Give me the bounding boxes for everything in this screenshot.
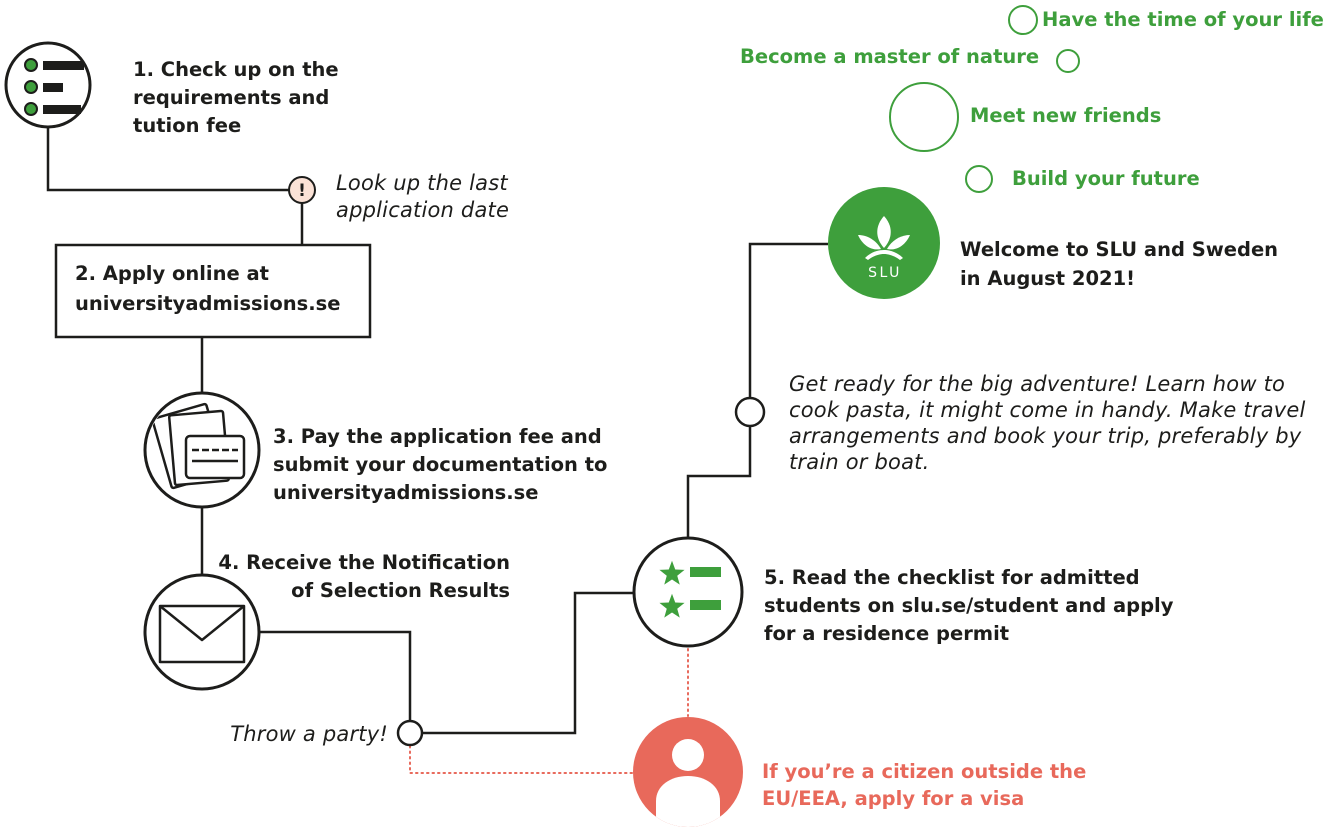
- connector-step5-to-travel: [686, 426, 752, 538]
- step1-label-line: 1. Check up on the: [133, 58, 339, 81]
- step2-label: 2. Apply online at universityadmissions.…: [75, 259, 340, 319]
- deadline-note-line: Look up the last: [336, 171, 508, 195]
- checklist-icon: [24, 58, 84, 116]
- visa-node: [633, 717, 743, 827]
- slu-logo-icon: SLU: [858, 216, 910, 281]
- benefit-marker-new-friends: [889, 82, 959, 152]
- party-note-text: Throw a party!: [230, 722, 388, 746]
- step2-label-line: universityadmissions.se: [75, 292, 341, 315]
- step5-label-line: for a residence permit: [764, 622, 1010, 645]
- party-note: Throw a party!: [230, 721, 388, 747]
- step2-box: [54, 243, 372, 339]
- person-icon: [656, 739, 720, 827]
- step1-label: 1. Check up on the requirements and tuti…: [133, 56, 339, 140]
- welcome-label-line: in August 2021!: [960, 267, 1136, 290]
- step1-label-line: requirements and: [133, 86, 330, 109]
- welcome-label: Welcome to SLU and Sweden in August 2021…: [960, 235, 1278, 293]
- benefit-new-friends: Meet new friends: [970, 102, 1161, 130]
- connector-travel-to-welcome: [748, 242, 828, 398]
- travel-marker: [734, 396, 766, 428]
- alert-icon: !: [288, 176, 316, 204]
- step5-circle: [632, 536, 744, 648]
- alert-glyph: !: [298, 181, 306, 201]
- step1-label-line: tution fee: [133, 114, 242, 137]
- step1-node: [4, 41, 92, 129]
- connector-step4-to-party: [259, 630, 412, 721]
- payment-documents-icon: [151, 402, 246, 490]
- benefit-text: Become a master of nature: [740, 45, 1040, 68]
- step3-label: 3. Pay the application fee and submit yo…: [273, 423, 607, 507]
- travel-note: Get ready for the big adventure! Learn h…: [789, 371, 1306, 475]
- slu-logo-text: SLU: [868, 265, 902, 281]
- step4-label-line: 4. Receive the Notification: [218, 551, 510, 574]
- visa-note: If you’re a citizen outside the EU/EEA, …: [762, 758, 1086, 812]
- visa-note-line: EU/EEA, apply for a visa: [762, 787, 1025, 810]
- benefit-text: Build your future: [1012, 167, 1200, 190]
- connector-party-to-step5: [422, 591, 634, 735]
- benefit-future: Build your future: [1012, 165, 1200, 193]
- travel-note-line: arrangements and book your trip, prefera…: [789, 424, 1302, 448]
- star-checklist-icon: [659, 560, 721, 618]
- step5-node: [632, 536, 744, 648]
- step3-label-line: universityadmissions.se: [273, 481, 539, 504]
- step3-label-line: submit your documentation to: [273, 453, 608, 476]
- step4-node: [143, 573, 261, 691]
- step2-label-line: 2. Apply online at: [75, 262, 269, 285]
- benefit-marker-time-of-life: [1008, 5, 1038, 35]
- connector-step1-to-deadline: [46, 127, 289, 192]
- deadline-note: Look up the last application date: [336, 170, 509, 224]
- benefit-marker-future: [965, 165, 993, 193]
- benefit-master-of-nature: Become a master of nature: [740, 43, 1039, 71]
- step4-label-line: of Selection Results: [291, 579, 510, 602]
- step3-label-line: 3. Pay the application fee and: [273, 425, 602, 448]
- dotted-connector-party-to-visa: [409, 745, 633, 774]
- party-marker: [396, 719, 424, 747]
- step4-label: 4. Receive the Notification of Selection…: [218, 549, 510, 605]
- step3-node: [143, 391, 261, 509]
- travel-note-line: cook pasta, it might come in handy. Make…: [789, 398, 1306, 422]
- benefit-text: Meet new friends: [970, 104, 1162, 127]
- travel-note-line: Get ready for the big adventure! Learn h…: [789, 372, 1286, 396]
- visa-note-line: If you’re a citizen outside the: [762, 760, 1087, 783]
- benefit-text: Have the time of your life: [1042, 8, 1324, 31]
- star-icon: [659, 560, 685, 585]
- deadline-note-line: application date: [336, 198, 510, 222]
- step5-label-line: 5. Read the checklist for admitted: [764, 566, 1140, 589]
- welcome-node: SLU: [828, 187, 940, 299]
- step5-label: 5. Read the checklist for admitted stude…: [764, 564, 1173, 648]
- benefit-marker-master-of-nature: [1056, 49, 1080, 73]
- envelope-icon: [158, 604, 246, 664]
- benefit-time-of-life: Have the time of your life: [1042, 6, 1324, 34]
- star-icon: [659, 593, 685, 618]
- step5-label-line: students on slu.se/student and apply: [764, 594, 1174, 617]
- travel-note-line: train or boat.: [789, 450, 930, 474]
- welcome-label-line: Welcome to SLU and Sweden: [960, 238, 1279, 261]
